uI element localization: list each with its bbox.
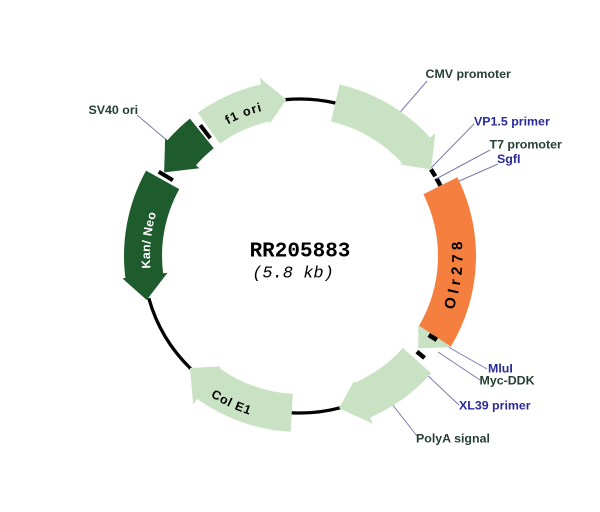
svg-text:VP1.5 primer: VP1.5 primer <box>474 115 550 129</box>
svg-text:MluI: MluI <box>488 362 513 376</box>
svg-text:SgfI: SgfI <box>497 152 520 166</box>
svg-text:T7 promoter: T7 promoter <box>490 138 562 152</box>
svg-text:XL39 primer: XL39 primer <box>459 399 531 413</box>
svg-text:SV40 ori: SV40 ori <box>89 103 139 117</box>
svg-text:CMV promoter: CMV promoter <box>426 67 512 81</box>
svg-text:(5.8 kb): (5.8 kb) <box>252 265 334 284</box>
svg-text:Myc-DDK: Myc-DDK <box>480 374 535 388</box>
svg-text:RR205883: RR205883 <box>250 241 351 264</box>
svg-text:PolyA signal: PolyA signal <box>416 432 490 446</box>
